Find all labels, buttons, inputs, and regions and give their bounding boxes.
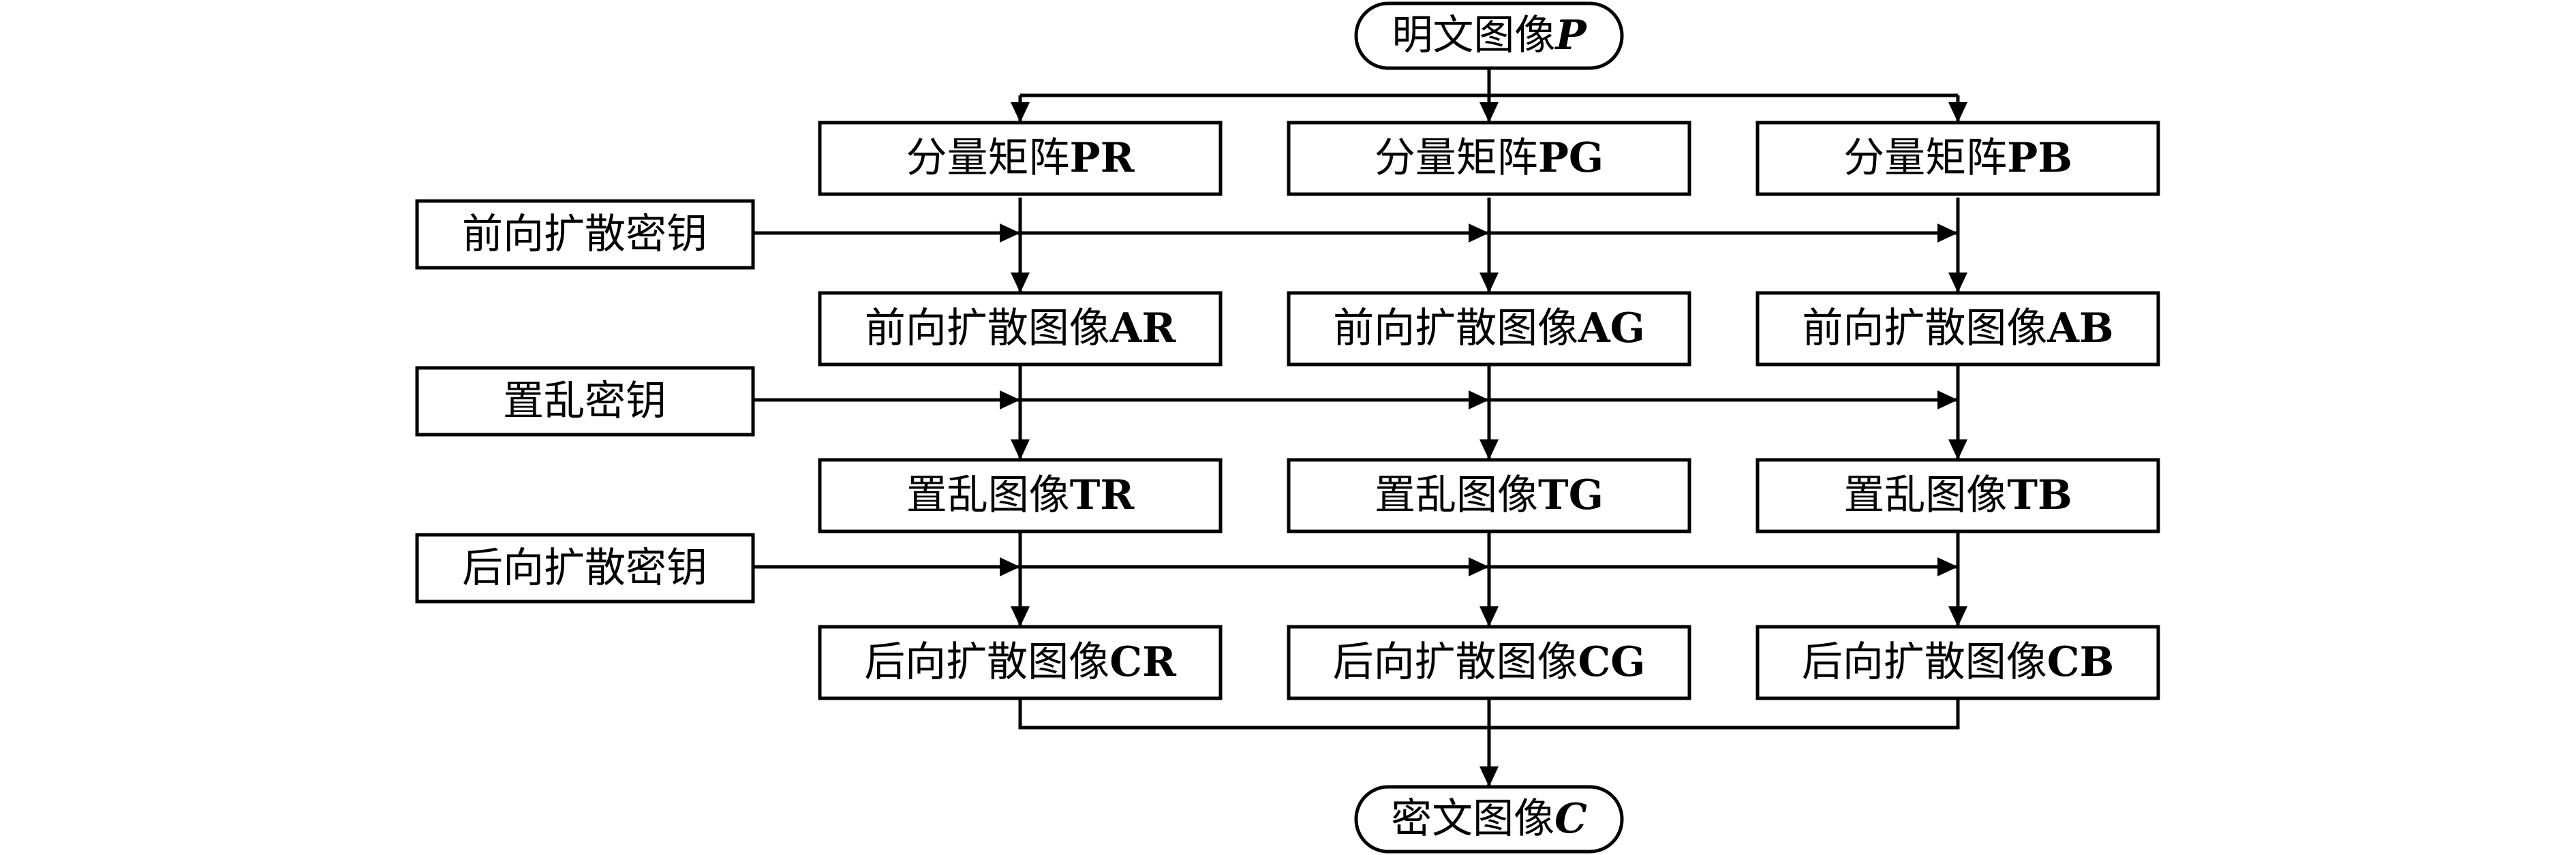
cipher-image-symbol: C [1554,795,1587,843]
arrow-icon [1000,390,1020,409]
arrow-icon [1000,223,1020,243]
backward-diffusion-image-code-b: CB [2047,638,2114,686]
svg-text:分量矩阵PB: 分量矩阵PB [1843,134,2072,182]
backward-diffusion-image-node-r: 后向扩散图像CR [818,625,1223,700]
arrow-icon [1479,102,1499,123]
backward-diffusion-key-label: 后向扩散密钥 [462,544,707,592]
component-matrix-code-r: PR [1070,134,1135,182]
svg-text:前向扩散图像AR: 前向扩散图像AR [865,305,1177,352]
svg-text:密文图像C: 密文图像C [1391,795,1587,843]
svg-text:置乱图像TG: 置乱图像TG [1375,471,1604,519]
component-matrix-node-g: 分量矩阵PG [1287,121,1691,196]
svg-text:分量矩阵PG: 分量矩阵PG [1375,134,1604,182]
arrow-icon [1479,606,1499,627]
scrambled-image-code-r: TR [1070,471,1135,519]
arrow-icon [1011,606,1030,627]
plain-image-node: 明文图像P [1354,1,1624,70]
scrambled-image-node-r: 置乱图像TR [818,458,1223,533]
component-matrix-code-b: PB [2007,134,2072,182]
backward-diffusion-image-code-g: CG [1578,638,1646,686]
arrow-icon [1937,390,1958,409]
cipher-image-label: 密文图像 [1391,795,1554,843]
scrambled-image-label-b: 置乱图像 [1843,471,2007,519]
forward-diffusion-image-node-g: 前向扩散图像AG [1287,291,1691,367]
arrow-icon [1011,273,1030,293]
component-matrix-label-r: 分量矩阵 [906,134,1070,182]
svg-text:置乱图像TB: 置乱图像TB [1843,471,2072,519]
backward-diffusion-image-node-g: 后向扩散图像CG [1287,625,1691,700]
component-matrix-node-r: 分量矩阵PR [818,121,1223,196]
forward-diffusion-image-node-b: 前向扩散图像AB [1755,291,2160,367]
svg-text:分量矩阵PR: 分量矩阵PR [906,134,1135,182]
arrow-icon [1948,439,1967,460]
arrow-icon [1948,606,1967,627]
scrambled-image-code-b: TB [2007,471,2072,519]
scrambled-image-label-g: 置乱图像 [1375,471,1538,519]
arrow-icon [1937,557,1958,576]
svg-text:前向扩散图像AG: 前向扩散图像AG [1333,305,1645,352]
arrow-icon [1948,273,1967,293]
arrow-icon [1011,439,1030,460]
svg-text:前向扩散图像AB: 前向扩散图像AB [1802,305,2113,352]
backward-diffusion-image-code-r: CR [1109,638,1177,686]
arrow-icon [1469,557,1489,576]
plain-image-label: 明文图像 [1392,12,1555,59]
backward-diffusion-key-node: 后向扩散密钥 [415,533,755,604]
arrow-icon [1937,223,1958,243]
scramble-key-label: 置乱密钥 [503,377,666,425]
arrow-icon [1011,102,1030,123]
scrambled-image-node-b: 置乱图像TB [1755,458,2160,533]
arrow-icon [1479,273,1499,293]
component-matrix-node-b: 分量矩阵PB [1755,121,2160,196]
backward-diffusion-image-label-g: 后向扩散图像 [1333,638,1578,686]
arrow-icon [1479,439,1499,460]
scrambled-image-label-r: 置乱图像 [906,471,1070,519]
plain-image-symbol: P [1554,12,1587,59]
forward-diffusion-image-label-b: 前向扩散图像 [1802,305,2047,352]
backward-diffusion-image-label-r: 后向扩散图像 [864,638,1109,686]
forward-diffusion-image-label-r: 前向扩散图像 [865,305,1110,352]
forward-diffusion-image-label-g: 前向扩散图像 [1333,305,1578,352]
scrambled-image-code-g: TG [1538,471,1604,519]
forward-diffusion-image-code-g: AG [1578,305,1645,352]
arrow-icon [1469,390,1489,409]
scrambled-image-node-g: 置乱图像TG [1287,458,1691,533]
arrow-icon [1479,766,1499,787]
arrow-icon [1000,557,1020,576]
forward-diffusion-key-node: 前向扩散密钥 [415,199,755,270]
forward-diffusion-image-code-r: AR [1109,305,1177,352]
forward-diffusion-key-label: 前向扩散密钥 [462,211,707,258]
backward-diffusion-image-label-b: 后向扩散图像 [1802,638,2047,686]
arrowheads [1000,102,1967,787]
component-matrix-label-b: 分量矩阵 [1843,134,2007,182]
cipher-image-node: 密文图像C [1354,785,1624,854]
svg-text:明文图像P: 明文图像P [1392,12,1587,59]
component-matrix-label-g: 分量矩阵 [1375,134,1538,182]
arrow-icon [1469,223,1489,243]
svg-text:置乱图像TR: 置乱图像TR [906,471,1135,519]
svg-text:后向扩散图像CR: 后向扩散图像CR [864,638,1177,686]
svg-text:后向扩散图像CB: 后向扩散图像CB [1802,638,2114,686]
scramble-key-node: 置乱密钥 [415,366,755,437]
forward-diffusion-image-code-b: AB [2046,305,2113,352]
column-boxes: 分量矩阵PR前向扩散图像AR置乱图像TR后向扩散图像CR分量矩阵PG前向扩散图像… [818,121,2160,700]
backward-diffusion-image-node-b: 后向扩散图像CB [1755,625,2160,700]
component-matrix-code-g: PG [1538,134,1604,182]
svg-text:后向扩散图像CG: 后向扩散图像CG [1333,638,1646,686]
forward-diffusion-image-node-r: 前向扩散图像AR [818,291,1223,367]
arrow-icon [1948,102,1967,123]
